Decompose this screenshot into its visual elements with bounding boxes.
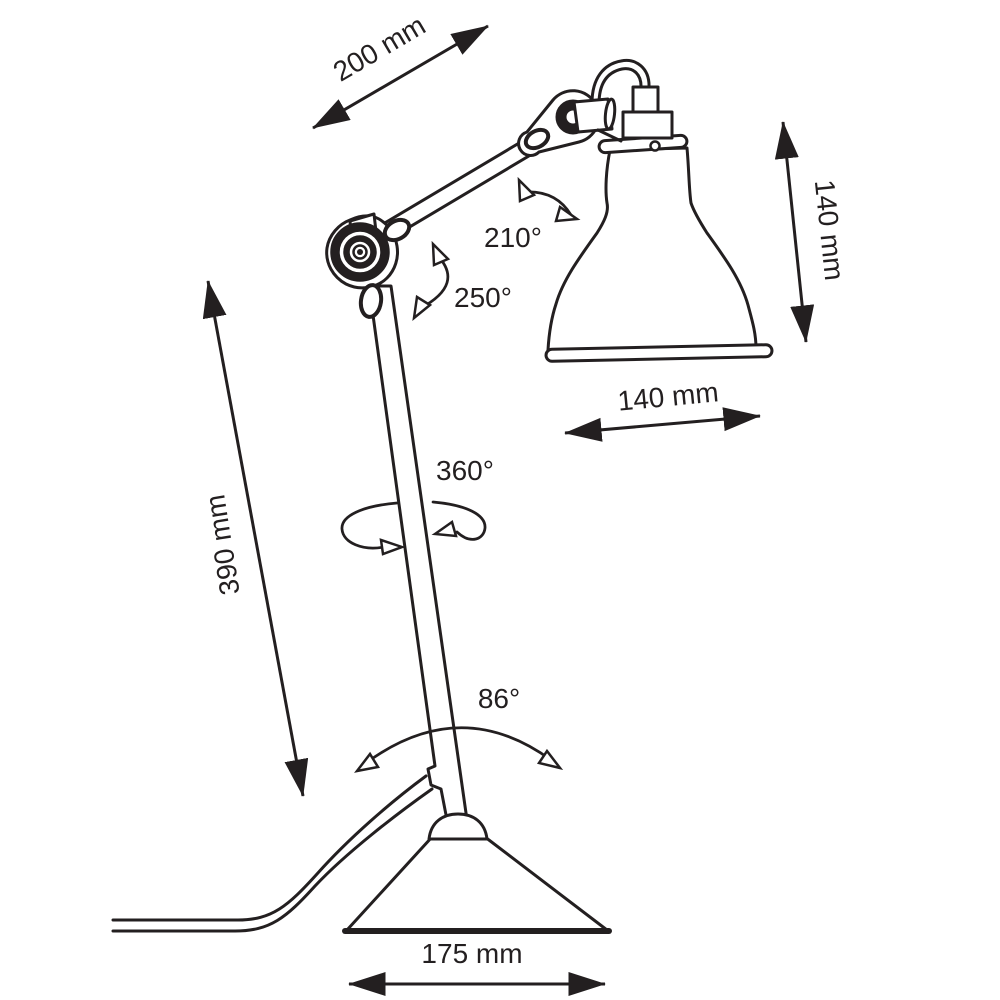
socket-top-block [631,85,660,116]
tilt-arc [364,726,553,765]
head-cable-inner [597,67,643,106]
dimension-label-140mm-horizontal: 140 mm [616,376,720,417]
cord-lower-line [111,787,434,933]
dimension-arrow-200mm [312,24,489,130]
dimension-label-140mm-vertical: 140 mm [809,178,850,282]
socket-body-block [621,110,674,140]
base-dome [427,812,489,841]
angle-upper-arm-pivot: 250° [412,240,512,321]
tilt-arrowhead-left-icon [354,751,381,773]
dimension-label-200mm: 200 mm [328,9,431,87]
head-pivot-cylinder [572,97,614,134]
angle-label-250: 250° [454,282,512,313]
base-cone [345,835,609,932]
angle-column-rotation: 360° [340,455,494,556]
neck-plate-screw [649,140,661,152]
angle-shade-tilt: 210° [484,176,581,253]
dimension-shade-height: 140 mm [774,121,850,343]
elbow-axle-dot [357,249,363,255]
rotation-arrowhead-right-icon [379,538,406,556]
rotation-ellipse-right-arc [431,500,487,541]
dimension-arrow-140mm-vertical [774,121,815,343]
angle-label-360: 360° [436,455,494,486]
power-cord [111,774,434,933]
shade-tilt-arrowhead-up-icon [517,176,537,203]
lamp-head [517,58,774,363]
dimension-base-width: 175 mm [348,938,606,996]
dimension-label-390mm: 390 mm [199,493,245,598]
head-bracket-line [596,128,623,143]
cylinder-end-cap [603,97,617,131]
rotation-arrowhead-left-icon [431,519,458,538]
elbow-joint [325,212,412,319]
shade-rim [544,343,774,363]
lower-arm-slot [358,283,384,319]
dimension-label-175mm: 175 mm [421,938,522,969]
shade [546,146,758,352]
dimension-upper-arm-length: 200 mm [312,9,489,130]
shade-tilt-arrowhead-right-icon [554,204,581,223]
dimension-lower-arm-height: 390 mm [199,280,309,797]
tilt-arrowhead-right-icon [536,748,564,771]
pivot-arrowhead-down-icon [412,294,433,321]
head-cable-outer [590,58,651,105]
pivot-arrowhead-up-icon [431,240,451,267]
dimension-arrow-140mm-horizontal [564,407,761,442]
dimension-arrow-390mm [202,280,309,797]
dimension-shade-diameter: 140 mm [564,376,761,442]
base [342,812,612,934]
angle-label-86: 86° [478,683,520,714]
upper-arm-slot [382,217,412,243]
rotation-ellipse-left-arc [340,501,399,550]
lower-arm-column [367,284,469,822]
head-clamp-slot [523,127,551,151]
angle-column-tilt: 86° [354,683,564,773]
angle-label-210: 210° [484,222,542,253]
cord-upper-line [111,774,428,922]
